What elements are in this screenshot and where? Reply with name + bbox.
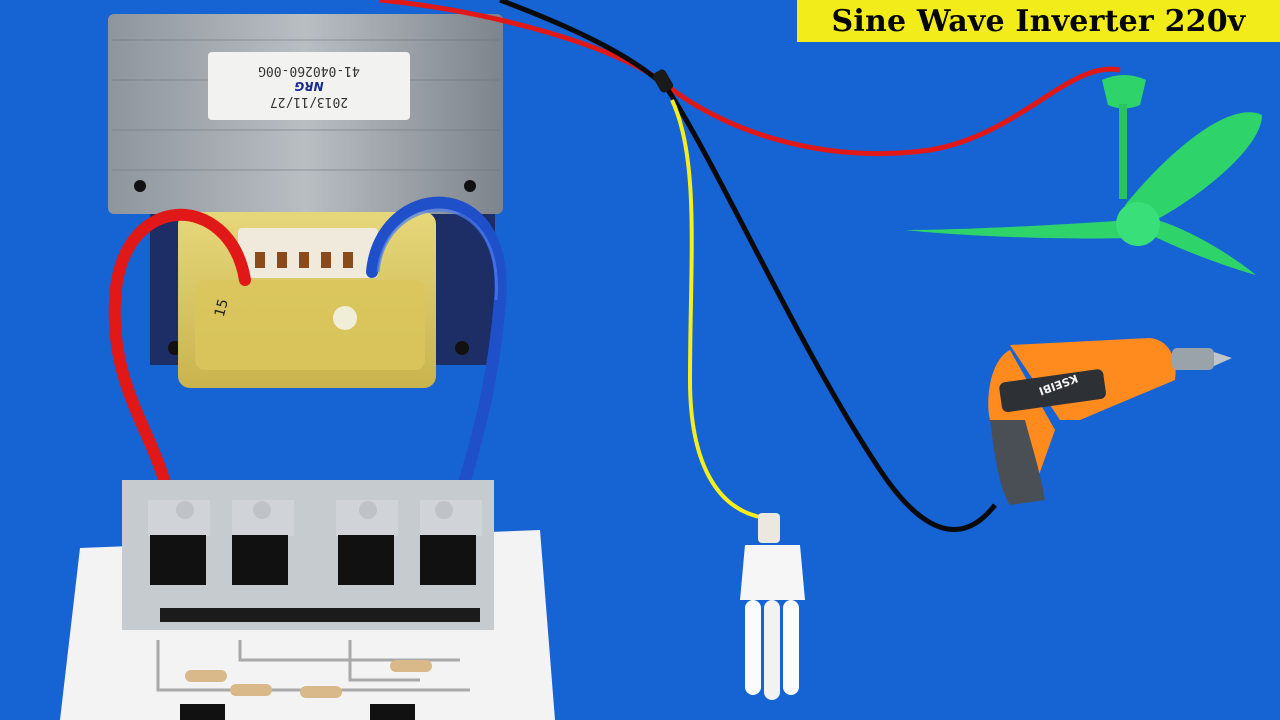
red-output-wire: [379, 0, 1121, 156]
fan-blade: [1125, 112, 1262, 228]
title-banner: Sine Wave Inverter 220v: [797, 0, 1280, 42]
drill: [988, 338, 1232, 505]
yellow-output-wire: [670, 99, 766, 520]
fan: [905, 75, 1262, 275]
blue-wire-primary: [366, 196, 507, 521]
cfl-bulb: [740, 513, 805, 700]
transformer-part-number: 41-040260-00G: [258, 63, 360, 78]
resistors: [185, 660, 432, 698]
transformer-label: 2013/11/27 NRG 41-040260-00G: [208, 52, 410, 120]
transformer-date: 2013/11/27: [269, 94, 349, 109]
wire-connector: [652, 69, 674, 93]
fan-blade: [1145, 218, 1256, 275]
fan-blade: [905, 220, 1130, 239]
circuit-board: [60, 480, 555, 720]
black-output-wire: [499, 0, 997, 532]
video-title: Sine Wave Inverter 220v: [831, 3, 1246, 39]
transformer-brand-logo: NRG: [294, 79, 324, 93]
red-wire-primary: [108, 209, 251, 526]
